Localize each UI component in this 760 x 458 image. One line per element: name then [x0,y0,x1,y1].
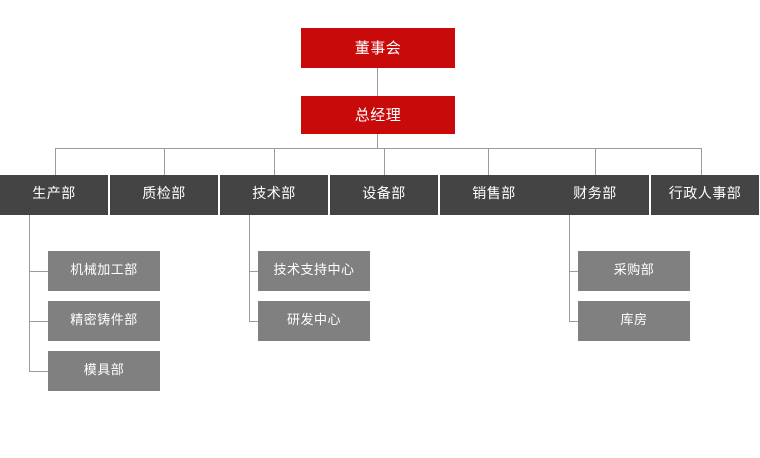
exec-node-general-manager[interactable]: 总经理 [301,96,455,134]
sub-node-label: 技术支持中心 [273,262,355,278]
connector-sub-stub-5 [569,271,578,272]
dept-node-label: 生产部 [32,186,76,203]
dept-node-label: 销售部 [472,186,516,203]
connector-sub-stub-4 [249,321,258,322]
connector-sub-stub-1 [29,321,48,322]
sub-node-warehouse[interactable]: 库房 [578,301,690,341]
connector-department-drop-6 [701,148,702,175]
connector-department-drop-1 [164,148,165,175]
connector-department-drop-5 [595,148,596,175]
sub-node-label: 机械加工部 [70,262,138,278]
sub-node-purchasing[interactable]: 采购部 [578,251,690,291]
connector-sub-stub-3 [249,271,258,272]
sub-node-label: 研发中心 [286,312,341,328]
connector-technology-trunk [249,215,250,321]
exec-node-board[interactable]: 董事会 [301,28,455,68]
dept-node-quality-inspection[interactable]: 质检部 [110,175,218,215]
dept-node-label: 设备部 [362,186,406,203]
sub-node-label: 模具部 [83,362,125,378]
sub-node-tech-support-center[interactable]: 技术支持中心 [258,251,370,291]
dept-node-sales[interactable]: 销售部 [440,175,548,215]
connector-gm-to-bus [377,134,378,148]
connector-sub-stub-2 [29,371,48,372]
connector-department-drop-0 [55,148,56,175]
dept-node-finance[interactable]: 财务部 [541,175,649,215]
connector-production-trunk [29,215,30,371]
connector-sub-stub-6 [569,321,578,322]
dept-node-production[interactable]: 生产部 [0,175,108,215]
connector-finance-trunk [569,215,570,321]
exec-node-label: 总经理 [354,105,402,124]
connector-board-to-gm [377,68,378,96]
sub-node-precision-casting[interactable]: 精密铸件部 [48,301,160,341]
dept-node-admin-hr[interactable]: 行政人事部 [651,175,759,215]
dept-node-label: 质检部 [142,186,186,203]
dept-node-label: 技术部 [252,186,296,203]
connector-department-bus [55,148,701,149]
sub-node-label: 精密铸件部 [70,312,138,328]
connector-department-drop-2 [274,148,275,175]
sub-node-mold[interactable]: 模具部 [48,351,160,391]
exec-node-label: 董事会 [354,38,402,57]
dept-node-label: 财务部 [573,186,617,203]
dept-node-label: 行政人事部 [668,186,742,203]
sub-node-label: 库房 [620,312,648,328]
connector-sub-stub-0 [29,271,48,272]
dept-node-equipment[interactable]: 设备部 [330,175,438,215]
dept-node-technology[interactable]: 技术部 [220,175,328,215]
connector-department-drop-3 [384,148,385,175]
sub-node-label: 采购部 [613,262,655,278]
sub-node-machining[interactable]: 机械加工部 [48,251,160,291]
connector-department-drop-4 [488,148,489,175]
sub-node-rnd-center[interactable]: 研发中心 [258,301,370,341]
